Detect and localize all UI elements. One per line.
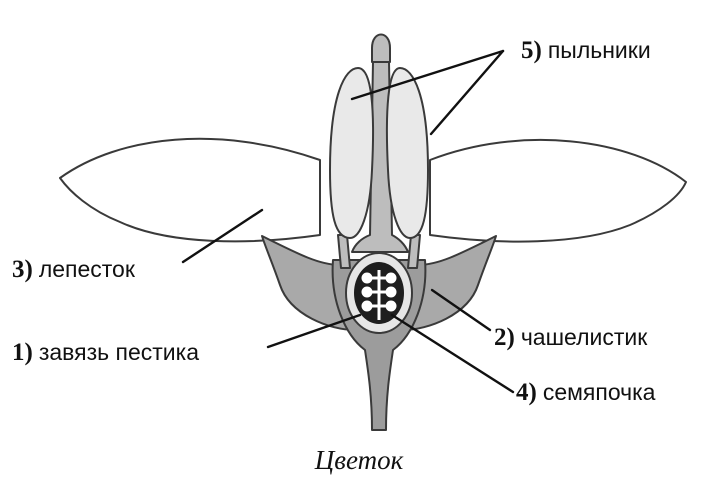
right-anther — [387, 68, 428, 238]
label-ovule: 4)семяпочка — [516, 379, 656, 406]
left-petal — [60, 139, 320, 242]
right-filament — [408, 235, 420, 268]
label-petal: 3)лепесток — [12, 256, 136, 283]
label-sepal: 2)чашелистик — [494, 324, 648, 351]
diagram-caption: Цветок — [314, 445, 404, 475]
right-petal — [430, 140, 686, 242]
label-anthers: 5)пыльники — [521, 37, 651, 64]
stigma — [372, 35, 390, 63]
label-pistil-ovary: 1)завязь пестика — [12, 339, 199, 366]
left-filament — [338, 235, 350, 268]
